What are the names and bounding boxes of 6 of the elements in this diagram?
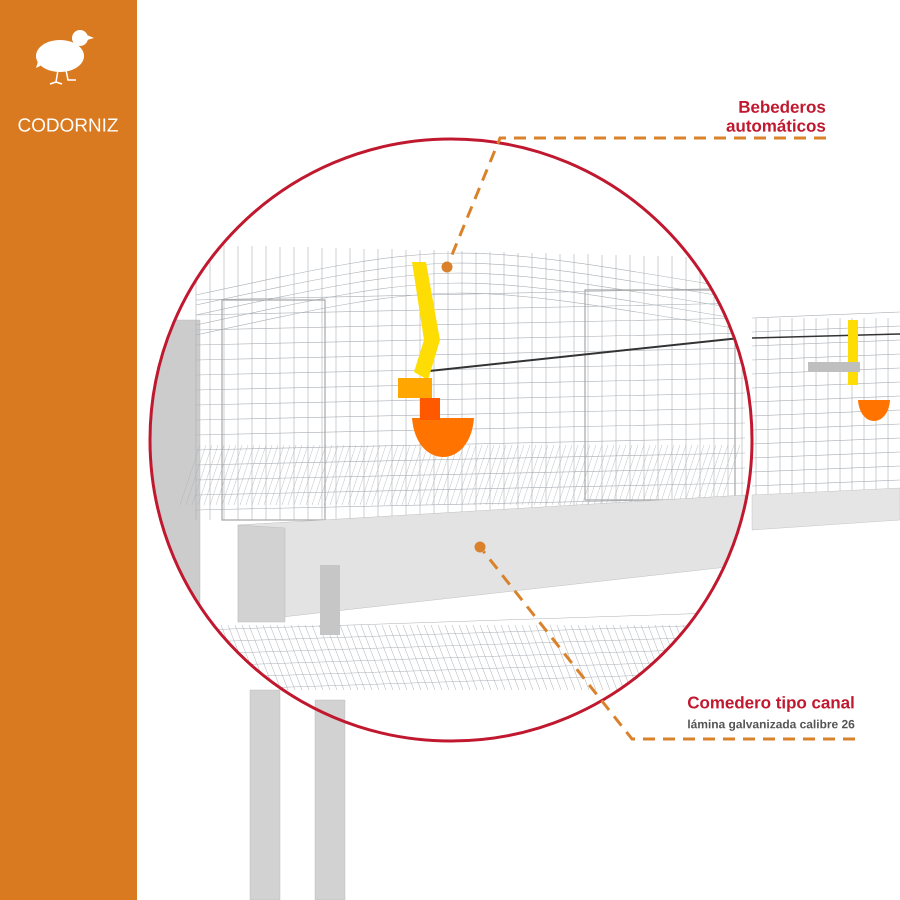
leader-dot — [474, 542, 486, 552]
side-band: CODORNIZ — [0, 0, 137, 900]
callout-label: Bebederos automáticos — [726, 100, 826, 132]
leader-line — [482, 550, 855, 740]
leader-dot — [442, 262, 452, 272]
callout-label: Comedero tipo canal lámina galvanizada calibre 26 — [688, 696, 854, 731]
